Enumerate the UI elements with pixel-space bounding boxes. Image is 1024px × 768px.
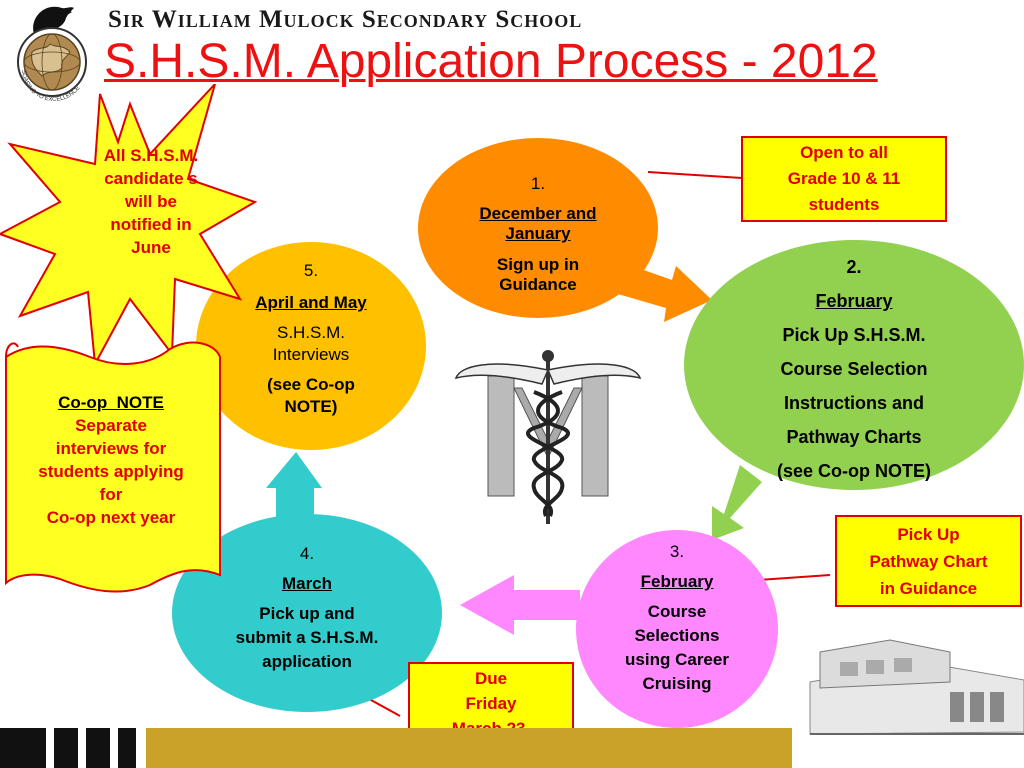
step-line: Selections [634, 626, 720, 645]
step-line: application [262, 652, 352, 671]
callout-line: Due [474, 669, 508, 688]
step-line: (see Co-op [267, 375, 355, 394]
coop-note-line: interviews for [55, 439, 167, 458]
callout-open-to-all: Open to all Grade 10 & 11 students [741, 136, 947, 222]
callout-line-open [647, 171, 743, 179]
footer-bar-segment [54, 728, 78, 768]
school-building-icon [800, 622, 1024, 742]
step-line: Pick Up S.H.S.M. [782, 325, 926, 345]
step-2-circle: 2. February Pick Up S.H.S.M. Course Sele… [684, 240, 1024, 490]
step-5-circle: 5. April and May S.H.S.M. Interviews (se… [196, 242, 426, 450]
callout-line: students [808, 195, 880, 214]
step-line: S.H.S.M. [276, 323, 345, 342]
starburst-text: All S.H.S.M. candidate s will be notifie… [103, 146, 199, 257]
coop-note-line: Co-op next year [46, 508, 176, 527]
school-logo: SOARING TO EXCELLENCE [4, 0, 104, 110]
step-line: Sign up in [496, 254, 580, 274]
school-name: Sir William Mulock Secondary School [108, 6, 583, 33]
crow-logo-icon [33, 6, 74, 40]
callout-line: Pathway Chart [869, 551, 988, 571]
footer-bar-segment [118, 728, 136, 768]
page-title: S.H.S.M. Application Process - 2012 [104, 35, 878, 88]
footer-bar-segment [0, 728, 46, 768]
starburst-shape [0, 84, 258, 364]
globe-logo-icon [17, 27, 87, 97]
step-3-circle: 3. February Course Selections using Care… [576, 530, 778, 728]
callout-line: in Guidance [879, 578, 978, 598]
footer-gold-bar [146, 728, 792, 768]
step-number: 4. [299, 544, 315, 563]
step-period: March [281, 574, 333, 593]
step-line: Cruising [642, 674, 712, 693]
step-1-circle: 1. December and January Sign up in Guida… [418, 138, 658, 318]
step-period: December and January [479, 204, 597, 244]
callout-line: Friday [465, 694, 517, 713]
step-period: February [815, 291, 893, 311]
coop-note-line: students applying [38, 462, 184, 481]
step-number: 2. [846, 257, 862, 277]
step-line: Course Selection [780, 359, 928, 379]
step-line: NOTE) [284, 397, 338, 416]
callout-line: Pick Up [897, 524, 960, 544]
callout-line: Open to all [800, 143, 888, 162]
step-line: Instructions and [783, 393, 924, 413]
arrow-step4-to-step5 [266, 452, 322, 520]
step-period: February [640, 572, 714, 591]
notification-starburst: All S.H.S.M. candidate s will be notifie… [0, 84, 260, 364]
step-number: 5. [303, 261, 319, 280]
step-period: April and May [255, 293, 367, 312]
footer-bar-segment [86, 728, 110, 768]
callout-line-pickup [757, 574, 831, 581]
step-line: (see Co-op NOTE) [776, 461, 931, 481]
step-line: using Career [625, 650, 729, 669]
arrow-step3-to-step4 [460, 575, 580, 635]
arrow-step2-to-step3 [712, 465, 762, 540]
step-number: 1. [530, 174, 546, 193]
callout-pick-up-chart: Pick Up Pathway Chart in Guidance [835, 515, 1022, 607]
caduceus-icon [450, 348, 646, 528]
coop-note-line: for [99, 485, 123, 504]
step-line: submit a S.H.S.M. [235, 628, 379, 647]
step-line: Guidance [499, 274, 577, 294]
step-number: 3. [669, 542, 685, 561]
step-line: Course [647, 602, 707, 621]
coop-note-line: Separate [75, 416, 147, 435]
step-line: Pick up and [259, 604, 355, 623]
callout-line: Grade 10 & 11 [787, 169, 901, 188]
step-line: Pathway Charts [786, 427, 922, 447]
coop-note-heading: Co-op NOTE [58, 393, 164, 412]
coop-note-scroll: Co-op NOTE Separate interviews for stude… [0, 335, 225, 597]
step-line: Interviews [272, 345, 350, 364]
